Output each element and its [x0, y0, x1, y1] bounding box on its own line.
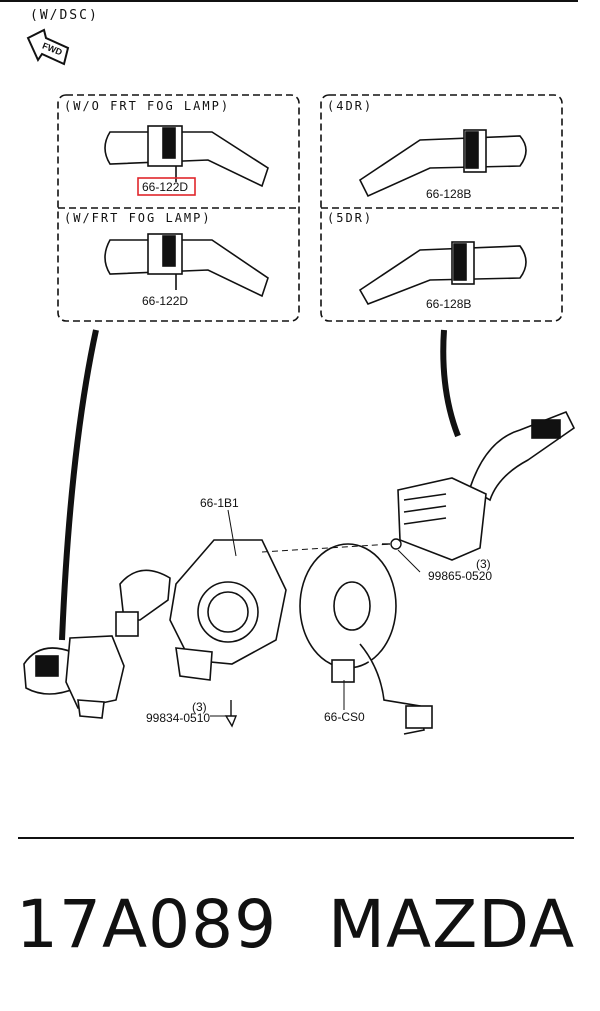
panel-right-frame	[320, 94, 563, 322]
leader-1b1	[227, 509, 237, 557]
part-label-clockspring: 66-1B1	[200, 496, 239, 510]
fwd-arrow-icon	[26, 28, 70, 66]
part-label-4dr: 66-128B	[426, 187, 472, 201]
screw-right	[382, 538, 402, 550]
part-highlight-box	[137, 177, 196, 196]
part-label-wo-fog: 66-122D	[142, 180, 189, 194]
screw-left	[224, 700, 238, 728]
panel-title-wo-fog: (W/O FRT FOG LAMP)	[64, 99, 231, 113]
spiral-cable	[299, 543, 433, 735]
screw-left-qty: (3)	[192, 700, 207, 714]
screw-right-label: 99865-0520	[428, 569, 493, 583]
panel-title-4dr: (4DR)	[327, 99, 374, 113]
screw-left-label: 99834-0510	[146, 711, 211, 725]
footer-code: 17A089	[16, 886, 278, 963]
part-label-w-fog: 66-122D	[142, 294, 189, 308]
leader-right	[440, 329, 461, 438]
wiper-switch-5dr	[358, 241, 527, 305]
part-label-coil: 66-CS0	[324, 710, 365, 724]
screw-right-qty: (3)	[476, 557, 491, 571]
part-label-5dr: 66-128B	[426, 297, 472, 311]
panel-title-5dr: (5DR)	[327, 211, 374, 225]
footer-brand: MAZDA	[328, 886, 576, 963]
wiper-switch-4dr	[358, 129, 527, 198]
variant-label: (W/DSC)	[30, 8, 99, 23]
leader-left	[59, 329, 99, 641]
headlight-switch-w-fog	[104, 233, 269, 298]
panel-left-frame	[57, 94, 300, 322]
headlight-switch-assembly	[23, 635, 125, 719]
panel-title-w-fog: (W/FRT FOG LAMP)	[64, 211, 212, 225]
clockspring-housing	[115, 539, 287, 681]
wiper-switch-assembly	[397, 410, 576, 561]
headlight-switch-wo-fog	[104, 125, 269, 188]
